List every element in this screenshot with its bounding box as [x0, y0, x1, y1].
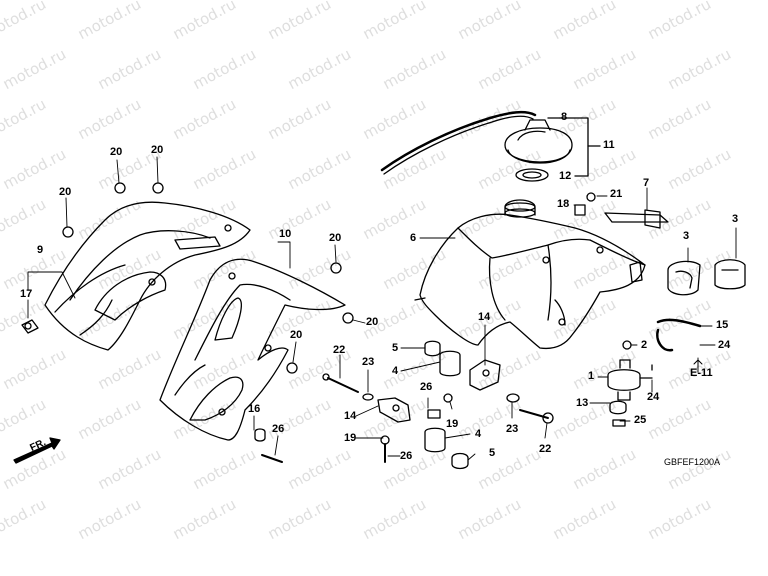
callout-3: 3	[683, 230, 690, 242]
callout-24: 24	[647, 391, 660, 403]
rubber-mounts	[667, 259, 746, 296]
callout-19: 19	[446, 418, 459, 430]
callout-16: 16	[248, 403, 261, 415]
fuel-tank	[414, 199, 646, 350]
diagram-code: GBFEF1200A	[664, 457, 721, 467]
callout-23: 23	[362, 356, 375, 368]
callout-15: 15	[716, 319, 729, 331]
callout-5: 5	[489, 447, 496, 459]
callout-24: 24	[718, 339, 731, 351]
callout-18: 18	[557, 198, 570, 210]
callout-25: 25	[634, 414, 647, 426]
mount-hardware	[254, 340, 554, 470]
callout-5: 5	[392, 342, 399, 354]
left-shroud	[44, 201, 251, 351]
callout-20: 20	[59, 186, 72, 198]
callout-22: 22	[333, 344, 346, 356]
callout-8: 8	[561, 111, 568, 123]
callout-6: 6	[410, 232, 417, 244]
right-shroud	[159, 258, 346, 441]
callout-20: 20	[366, 316, 379, 328]
front-arrow	[13, 437, 61, 464]
callout-4: 4	[392, 365, 399, 377]
callout-20: 20	[329, 232, 342, 244]
callout-26: 26	[400, 450, 413, 462]
callout-26: 26	[272, 423, 285, 435]
callout-14: 14	[344, 410, 357, 422]
callout-4: 4	[475, 428, 482, 440]
callout-11: 11	[603, 139, 615, 151]
shroud-fasteners	[21, 182, 354, 374]
callout-12: 12	[559, 170, 572, 182]
callout-7: 7	[643, 177, 650, 189]
reference-label: E-11	[690, 367, 713, 379]
callout-3: 3	[732, 213, 739, 225]
callout-10: 10	[279, 228, 292, 240]
callout-23: 23	[506, 423, 519, 435]
callout-1: 1	[588, 370, 595, 382]
callout-19: 19	[344, 432, 357, 444]
callout-26: 26	[420, 381, 433, 393]
callout-20: 20	[110, 146, 123, 158]
breather-hose	[380, 110, 537, 175]
callout-22: 22	[539, 443, 552, 455]
callout-20: 20	[151, 144, 164, 156]
callout-13: 13	[576, 397, 589, 409]
callout-21: 21	[610, 188, 623, 200]
callout-20: 20	[290, 329, 303, 341]
fuel-valve	[607, 318, 702, 427]
callout-14: 14	[478, 311, 491, 323]
callout-9: 9	[37, 244, 44, 256]
callout-17: 17	[20, 288, 33, 300]
callout-2: 2	[641, 339, 648, 351]
fuel-cap	[504, 119, 573, 182]
